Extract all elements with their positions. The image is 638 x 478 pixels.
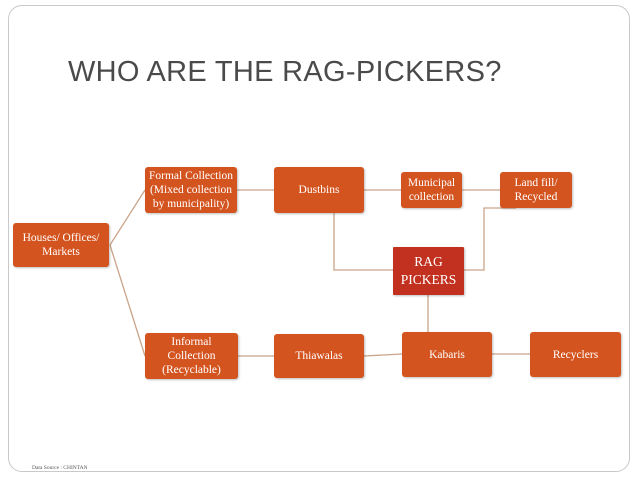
node-formal-collection: Formal Collection (Mixed collection by m… <box>145 167 237 213</box>
node-municipal-collection: Municipal collection <box>401 172 462 208</box>
node-landfill-recycled: Land fill/ Recycled <box>500 172 572 208</box>
node-rag-pickers: RAG PICKERS <box>393 247 464 295</box>
data-source-note: Data Source : CHINTAN <box>32 465 88 471</box>
link-thiawalas-kabaris <box>363 353 403 357</box>
node-kabaris: Kabaris <box>402 332 492 377</box>
link-houses-informal <box>109 244 146 357</box>
node-houses: Houses/ Offices/ Markets <box>13 223 109 267</box>
node-recyclers: Recyclers <box>530 332 621 377</box>
link-dustbins-ragpickers <box>333 213 393 271</box>
node-thiawalas: Thiawalas <box>274 334 364 378</box>
node-informal-collection: Informal Collection (Recyclable) <box>145 333 238 379</box>
link-ragpickers-landfill <box>464 207 516 271</box>
node-dustbins: Dustbins <box>274 167 364 213</box>
link-houses-formal <box>109 189 146 246</box>
slide-title: WHO ARE THE RAG-PICKERS? <box>68 56 502 88</box>
slide-frame <box>8 5 630 472</box>
